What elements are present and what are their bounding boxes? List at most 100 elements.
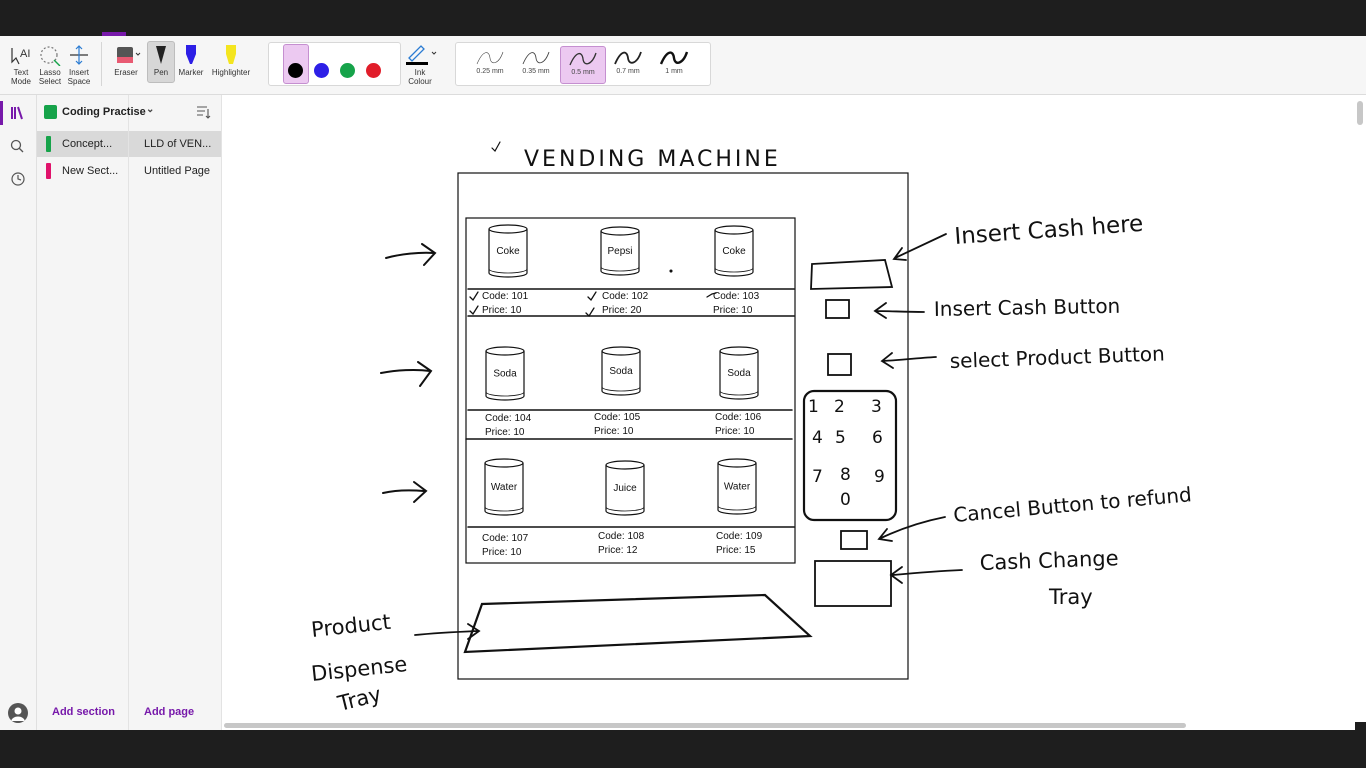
- vertical-scroll-thumb[interactable]: [1357, 101, 1363, 125]
- text-mode-icon: AI: [6, 42, 36, 66]
- product-price: Price: 10: [485, 427, 525, 438]
- insert-cash-button-box: [825, 299, 850, 319]
- keypad-digit: 4: [812, 428, 823, 448]
- thickness-label: 0.7 mm: [616, 68, 640, 75]
- arrow-cash-button: [873, 302, 925, 319]
- product-price: Price: 10: [713, 305, 753, 316]
- product-name: Soda: [609, 366, 633, 377]
- search-icon[interactable]: [0, 135, 36, 157]
- product-code: Code: 109: [716, 531, 763, 542]
- pages-pane: [129, 95, 222, 730]
- color-palette: [268, 42, 401, 86]
- keypad-digit: 8: [840, 465, 851, 485]
- label-product: Product: [310, 610, 392, 642]
- color-swatch-black[interactable]: [288, 63, 303, 78]
- page-item-untitled[interactable]: Untitled Page: [129, 158, 221, 184]
- product-name: Soda: [493, 369, 517, 380]
- thickness-option[interactable]: 1 mm: [652, 46, 696, 82]
- color-swatch-green[interactable]: [340, 63, 355, 78]
- product-can: Soda: [719, 346, 759, 400]
- label-insert-cash-button: Insert Cash Button: [934, 294, 1121, 321]
- arrow-change-tray: [889, 566, 963, 584]
- highlighter-tool[interactable]: Highlighter: [208, 42, 254, 77]
- product-can: Soda: [601, 346, 641, 396]
- thickness-option[interactable]: 0.25 mm: [468, 46, 512, 82]
- product-code: Code: 105: [594, 412, 641, 423]
- check-mark: [469, 291, 479, 302]
- product-code: Code: 106: [715, 412, 762, 423]
- notebook-header[interactable]: Coding Practise ⌄: [37, 95, 221, 129]
- tick-mark: [491, 141, 501, 152]
- product-can: Water: [717, 458, 757, 515]
- keypad-digit: 0: [840, 490, 851, 510]
- recent-clock-icon[interactable]: [0, 168, 36, 190]
- product-price: Price: 15: [716, 545, 756, 556]
- notebooks-icon[interactable]: [0, 101, 36, 125]
- vertical-scrollbar[interactable]: [1355, 95, 1366, 722]
- horizontal-scroll-thumb[interactable]: [224, 723, 1186, 728]
- accent-strip: [102, 32, 126, 36]
- color-swatch-blue[interactable]: [314, 63, 329, 78]
- thickness-option-selected[interactable]: 0.5 mm: [560, 46, 606, 84]
- ribbon-toolbar: AI Text Mode Lasso Select Insert Space E…: [0, 36, 1366, 95]
- product-can: Coke: [714, 225, 754, 277]
- stroke-preview-icon: [476, 51, 504, 65]
- check-mark: [585, 307, 595, 318]
- thickness-palette: 0.25 mm 0.35 mm 0.5 mm 0.7 mm 1 mm: [455, 42, 711, 86]
- label-cancel-button: Cancel Button to refund: [952, 482, 1192, 527]
- pen-tool[interactable]: Pen: [147, 41, 175, 83]
- ink-colour-label-2: Colour: [408, 77, 432, 86]
- thickness-label: 0.5 mm: [571, 69, 595, 76]
- insert-space-tool[interactable]: Insert Space: [64, 42, 94, 86]
- thickness-option[interactable]: 0.7 mm: [606, 46, 650, 82]
- ink-colour-tool[interactable]: Ink Colour: [401, 42, 439, 86]
- product-code: Code: 108: [598, 531, 645, 542]
- keypad-digit: 5: [835, 428, 846, 448]
- eraser-icon: [108, 42, 144, 66]
- product-can: Pepsi: [600, 226, 640, 276]
- arrow-select-button: [880, 352, 937, 369]
- eraser-label: Eraser: [114, 68, 138, 77]
- eraser-tool[interactable]: Eraser: [108, 42, 144, 77]
- account-avatar-icon[interactable]: [8, 703, 28, 723]
- thickness-option[interactable]: 0.35 mm: [514, 46, 558, 82]
- label-tray: Tray: [1048, 585, 1093, 609]
- window-bottom-bar: [0, 730, 1366, 768]
- product-name: Pepsi: [607, 246, 632, 257]
- product-shelf-frame: [465, 217, 796, 564]
- lasso-icon: [36, 42, 64, 66]
- sort-pages-icon[interactable]: [195, 105, 211, 122]
- color-swatch-red[interactable]: [366, 63, 381, 78]
- keypad-digits: 1 2 3 4 5 6 7 8 9 0: [808, 397, 885, 510]
- drawing-title: VENDING MACHINE: [524, 147, 781, 172]
- ink-colour-label-1: Ink: [414, 68, 426, 77]
- label-cash-change: Cash Change: [979, 546, 1119, 575]
- add-section-link[interactable]: Add section: [52, 706, 115, 718]
- lasso-select-tool[interactable]: Lasso Select: [36, 42, 64, 86]
- horizontal-scrollbar[interactable]: [222, 722, 1355, 730]
- section-item-new-section[interactable]: New Sect...: [37, 158, 128, 184]
- marker-tool[interactable]: Marker: [176, 42, 206, 77]
- section-item-concepts[interactable]: Concept...: [37, 131, 128, 157]
- product-price: Price: 12: [598, 545, 638, 556]
- product-price: Price: 20: [602, 305, 642, 316]
- text-mode-tool[interactable]: AI Text Mode: [6, 42, 36, 86]
- product-can: Coke: [488, 224, 528, 278]
- text-mode-label-2: Mode: [10, 77, 31, 86]
- ink-colour-icon: [401, 42, 439, 66]
- dispense-tray: [463, 593, 813, 654]
- thickness-label: 0.25 mm: [476, 68, 504, 75]
- keypad-digit: 9: [874, 467, 885, 487]
- stroke-preview-icon: [569, 52, 597, 66]
- add-page-link[interactable]: Add page: [144, 706, 195, 718]
- sections-pane: [37, 95, 129, 730]
- marker-icon: [176, 42, 206, 66]
- check-mark: [706, 292, 717, 298]
- insert-space-label-2: Space: [67, 77, 91, 86]
- pen-label: Pen: [153, 68, 169, 77]
- cash-slot: [810, 259, 894, 290]
- label-select-product-button: select Product Button: [949, 342, 1165, 373]
- page-item-lld[interactable]: LLD of VEN...: [129, 131, 221, 157]
